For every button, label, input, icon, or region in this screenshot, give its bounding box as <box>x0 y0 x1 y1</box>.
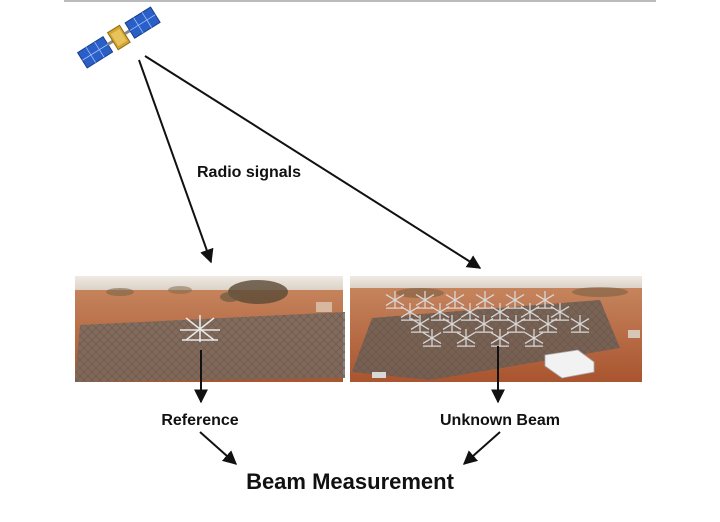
array-antenna-element-17 <box>570 315 590 333</box>
array-antenna-element-10 <box>520 303 540 321</box>
array-antenna-element-4 <box>505 291 525 309</box>
unknown-to-measurement-arrow <box>462 431 501 465</box>
beam-measurement-label: Beam Measurement <box>246 469 455 494</box>
array-antenna-element-20 <box>490 329 510 347</box>
radio-signals-label: Radio signals <box>197 164 301 181</box>
array-antenna-element-6 <box>400 303 420 321</box>
reference-to-measurement-arrow <box>199 431 238 465</box>
signal-arrow-to-reference <box>138 59 214 264</box>
array-antenna-element-0 <box>385 291 405 309</box>
array-antenna-element-21 <box>524 329 544 347</box>
array-antenna-element-16 <box>538 315 558 333</box>
array-antenna-element-19 <box>456 329 476 347</box>
array-antenna-element-2 <box>445 291 465 309</box>
array-antenna-element-18 <box>422 329 442 347</box>
array-antenna-element-13 <box>442 315 462 333</box>
array-antenna-element-9 <box>490 303 510 321</box>
array-antenna-element-5 <box>535 291 555 309</box>
array-antenna-element-3 <box>475 291 495 309</box>
array-antenna-element-15 <box>506 315 526 333</box>
array-antenna-element-12 <box>410 315 430 333</box>
array-antenna-element-14 <box>474 315 494 333</box>
array-antenna-element-1 <box>415 291 435 309</box>
unknown-beam-label: Unknown Beam <box>440 412 560 429</box>
reference-antenna-photo <box>75 276 345 382</box>
array-antenna-element-11 <box>550 303 570 321</box>
reference-label: Reference <box>161 412 238 429</box>
signal-arrow-to-array <box>144 55 482 269</box>
array-antenna-element-8 <box>460 303 480 321</box>
satellite-icon <box>76 6 161 69</box>
antenna-array-photo <box>350 276 642 382</box>
